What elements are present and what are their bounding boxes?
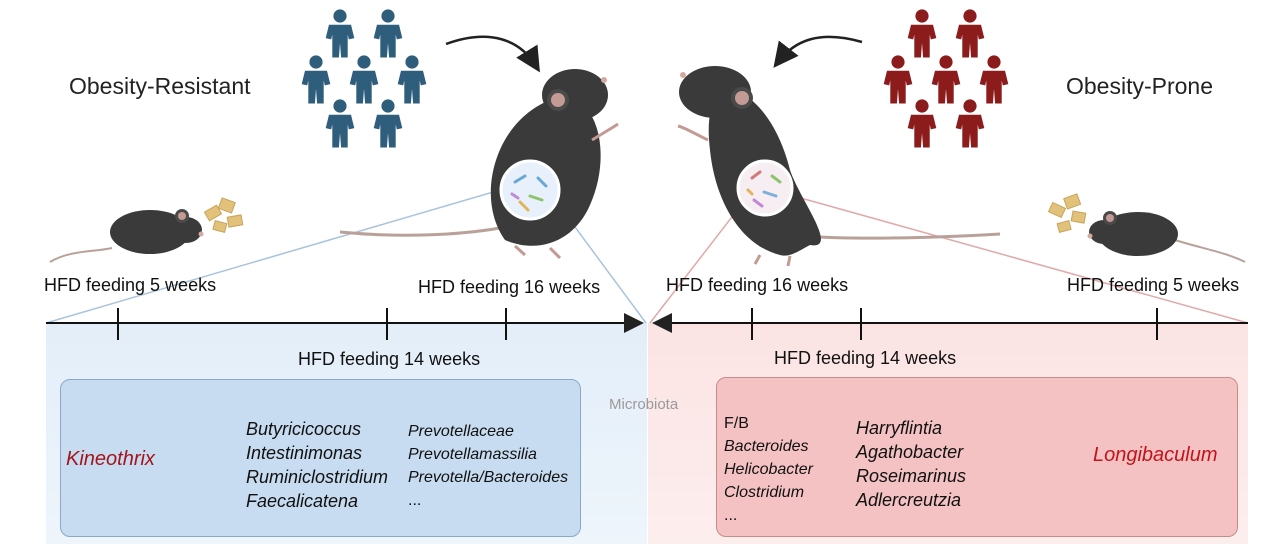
person-icon (883, 55, 913, 104)
genus-item: Faecalicatena (246, 491, 359, 511)
resistant-genus-list-2: Prevotellaceae Prevotellamassilia Prevot… (408, 420, 568, 512)
genus-item: Prevotellaceae (408, 423, 514, 440)
resistant-genus-list-1: Butyricicoccus Intestinimonas Ruminiclos… (246, 417, 388, 513)
genus-item: Harryflintia (856, 418, 943, 438)
person-icon (979, 55, 1009, 104)
timeline-label-right-5w: HFD feeding 5 weeks (1067, 275, 1240, 295)
small-mouse-left-icon (49, 209, 204, 263)
genus-item: ... (408, 492, 422, 509)
person-icon (373, 9, 403, 58)
person-icon (301, 55, 331, 104)
small-mouse-right-icon (1087, 211, 1246, 263)
large-mouse-left-icon (339, 69, 619, 260)
kineothrix-highlight: Kineothrix (66, 448, 155, 470)
genus-item: F/B (724, 415, 749, 432)
longibaculum-highlight: Longibaculum (1093, 444, 1218, 466)
food-pellets-left-icon (203, 197, 244, 233)
genus-item: Butyricicoccus (246, 419, 362, 439)
people-group-prone (883, 9, 1009, 148)
genus-item: Prevotella/Bacteroides (408, 469, 569, 486)
prone-genus-list-2: Harryflintia Agathobacter Roseimarinus A… (856, 416, 966, 512)
resistant-group-label: Obesity-Resistant (69, 73, 251, 99)
right-curved-arrow (773, 35, 863, 68)
genus-item: Ruminiclostridium (246, 467, 389, 487)
people-group-resistant (301, 9, 427, 148)
left-projection-line-outer (45, 189, 501, 324)
microbiota-label: Microbiota (609, 396, 679, 413)
genus-item: Bacteroides (724, 438, 809, 455)
person-icon (931, 55, 961, 104)
genus-item: Adlercreutzia (856, 490, 962, 510)
timeline-label-right-14w: HFD feeding 14 weeks (774, 348, 957, 368)
prone-group-label: Obesity-Prone (1066, 73, 1214, 99)
food-pellets-right-icon (1047, 193, 1087, 233)
timeline-label-right-16w: HFD feeding 16 weeks (666, 275, 849, 295)
timeline-label-left-16w: HFD feeding 16 weeks (418, 277, 601, 297)
prone-microbiota-box (716, 377, 1238, 537)
timeline-ticks (117, 308, 1158, 340)
large-mouse-right-icon (677, 66, 1001, 267)
right-projection-line-inner (649, 199, 746, 324)
person-icon (907, 9, 937, 58)
genus-item: Helicobacter (724, 461, 813, 478)
genus-item: Intestinimonas (246, 443, 363, 463)
person-icon (397, 55, 427, 104)
genus-item: ... (724, 507, 738, 524)
genus-item: Prevotellamassilia (408, 446, 537, 463)
prone-genus-list-1: F/B Bacteroides Helicobacter Clostridium… (724, 412, 813, 527)
resistant-microbiota-box (60, 379, 581, 537)
person-icon (955, 99, 985, 148)
person-icon (349, 55, 379, 104)
person-icon (955, 9, 985, 58)
person-icon (373, 99, 403, 148)
timeline-label-left-14w: HFD feeding 14 weeks (298, 349, 481, 369)
person-icon (907, 99, 937, 148)
person-icon (325, 99, 355, 148)
left-curved-arrow (445, 35, 540, 73)
genus-item: Roseimarinus (856, 466, 967, 486)
person-icon (325, 9, 355, 58)
genus-item: Agathobacter (856, 442, 964, 462)
genus-item: Clostridium (724, 484, 805, 501)
timeline-label-left-5w: HFD feeding 5 weeks (44, 275, 217, 295)
right-projection-line-outer (789, 194, 1249, 324)
